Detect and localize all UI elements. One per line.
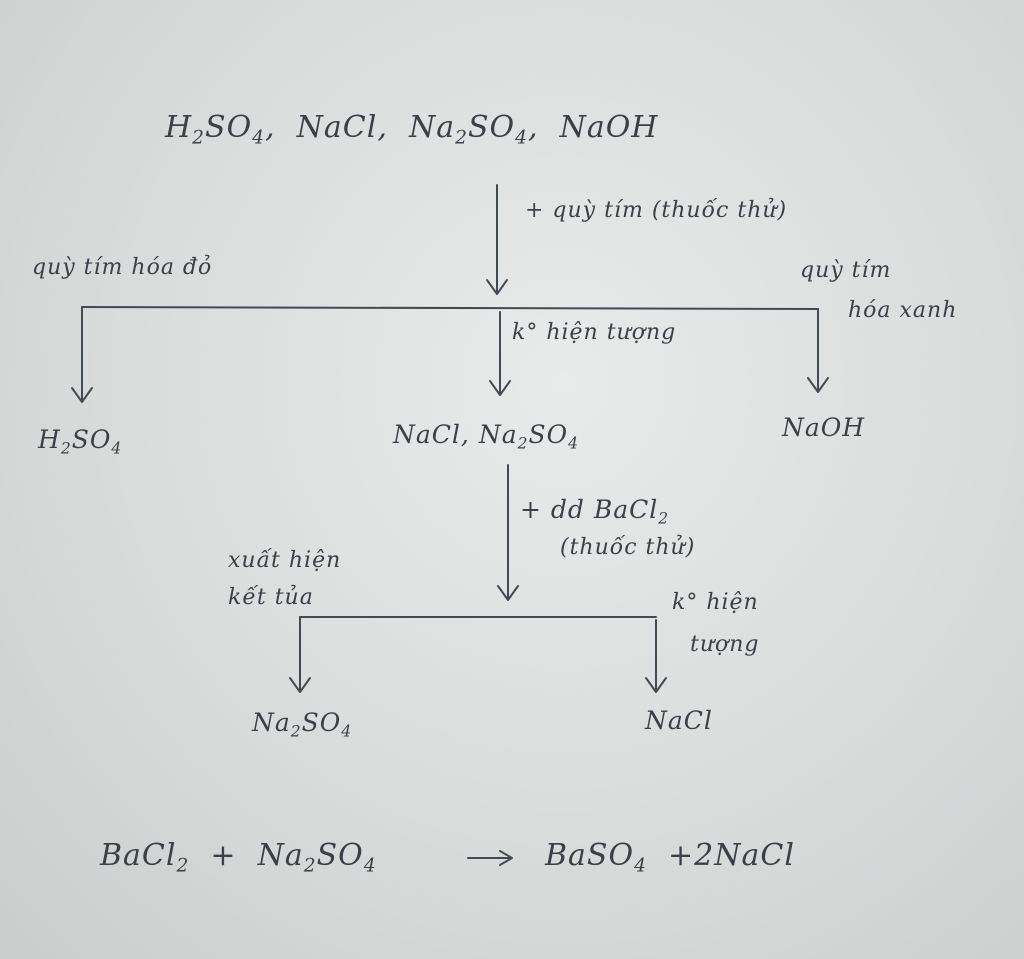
step1-right-condition-line2: hóa xanh (848, 298, 958, 323)
result1-left-h2so4: H2SO4 (38, 425, 123, 458)
step1-middle-condition: k° hiện tượng (512, 320, 677, 345)
step2-right-condition-line1: k° hiện (672, 590, 759, 615)
equation-product-nacl: +2NaCl (668, 838, 795, 873)
branch-left-arrowhead (71, 387, 93, 403)
step2-left-condition-line1: xuất hiện (228, 548, 342, 573)
separator: , (527, 110, 539, 145)
result1-right-naoh: NaOH (782, 413, 866, 442)
equation-plus: + (210, 838, 237, 873)
reaction-equation: BaCl2 + Na2SO4 (100, 838, 377, 877)
reagent-naoh: NaOH (559, 110, 659, 145)
result1-middle-mixture: NaCl, Na2SO4 (393, 420, 579, 453)
step1-reagent-note: + quỳ tím (thuốc thử) (525, 198, 788, 223)
step1-right-condition-line1: quỳ tím (800, 258, 892, 283)
equation-arrowhead (499, 850, 513, 866)
branch2-left-arrowhead (289, 677, 311, 693)
equation-product-baso4: BaSO4 (545, 838, 647, 877)
reagents-list: H2SO4, NaCl, Na2SO4, NaOH (165, 110, 658, 149)
equation-products: BaSO4 +2NaCl (545, 838, 795, 877)
reagent-na2so4: Na2SO4 (408, 110, 528, 149)
separator: , (265, 110, 276, 145)
branch-middle-arrowhead (489, 380, 511, 396)
arrowhead-step2-main (497, 585, 519, 601)
reagent-nacl: NaCl (296, 110, 378, 145)
result2-right-nacl: NaCl (645, 706, 713, 735)
branch-right-arrowhead (807, 377, 829, 393)
result2-left-na2so4: Na2SO4 (252, 708, 353, 741)
step2-reagent-line1: + dd BaCl2 (520, 495, 670, 528)
branch-bar-1 (81, 306, 819, 310)
reagent-h2so4: H2SO4 (165, 110, 266, 149)
arrowhead-step1-main (486, 279, 508, 295)
step2-left-condition-line2: kết tủa (228, 585, 314, 610)
equation-reactant-na2so4: Na2SO4 (257, 838, 377, 877)
step2-reagent-line2: (thuốc thử) (560, 535, 696, 560)
equation-reactant-bacl2: BaCl2 (100, 838, 190, 877)
separator: , (377, 110, 388, 145)
branch2-right-arrowhead (645, 677, 667, 693)
step2-right-condition-line2: tượng (690, 632, 760, 657)
step1-left-condition: quỳ tím hóa đỏ (32, 255, 213, 280)
